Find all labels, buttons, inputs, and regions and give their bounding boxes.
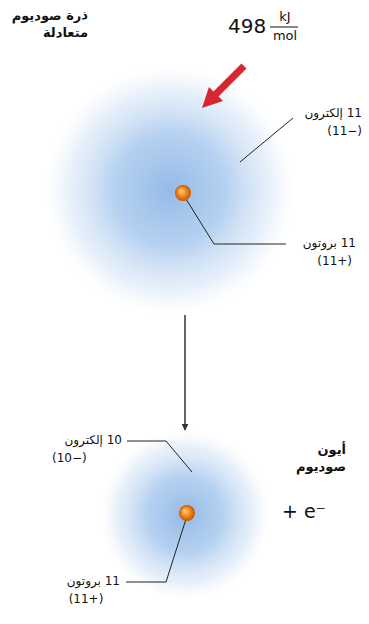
energy-value: kJ bbox=[272, 9, 298, 25]
energy-value: mol bbox=[270, 28, 300, 44]
particle-count: 10 إلكترون bbox=[52, 433, 122, 448]
electron-cloud bbox=[45, 65, 295, 315]
nucleus bbox=[175, 185, 191, 201]
electron-cloud-shape bbox=[100, 430, 270, 600]
particle-count: 11 إلكترون bbox=[298, 106, 362, 121]
atom-cloud: أيون صوديوم bbox=[100, 430, 270, 600]
electron-cloud bbox=[100, 430, 270, 600]
particle-count: 11 بروتون bbox=[52, 574, 120, 589]
particle-count: (11+) bbox=[290, 254, 352, 269]
atom-heading: أيون صوديوم bbox=[284, 442, 346, 476]
particle-count: (10−) bbox=[52, 451, 122, 466]
fraction-bar bbox=[270, 27, 298, 28]
particle-count: (11+) bbox=[52, 592, 120, 607]
atom-cloud: ذرة صوديوم متعادلة bbox=[45, 65, 295, 315]
reaction-arrow bbox=[184, 315, 186, 430]
electron-cloud-shape bbox=[45, 65, 295, 315]
particle-count: (11−) bbox=[298, 124, 362, 139]
energy-value: 498 bbox=[228, 14, 266, 39]
particle-count: 11 بروتون bbox=[290, 236, 356, 251]
electron-symbol: + e⁻ bbox=[282, 500, 326, 524]
atom-heading: ذرة صوديوم متعادلة bbox=[4, 8, 88, 42]
nucleus bbox=[179, 505, 195, 521]
